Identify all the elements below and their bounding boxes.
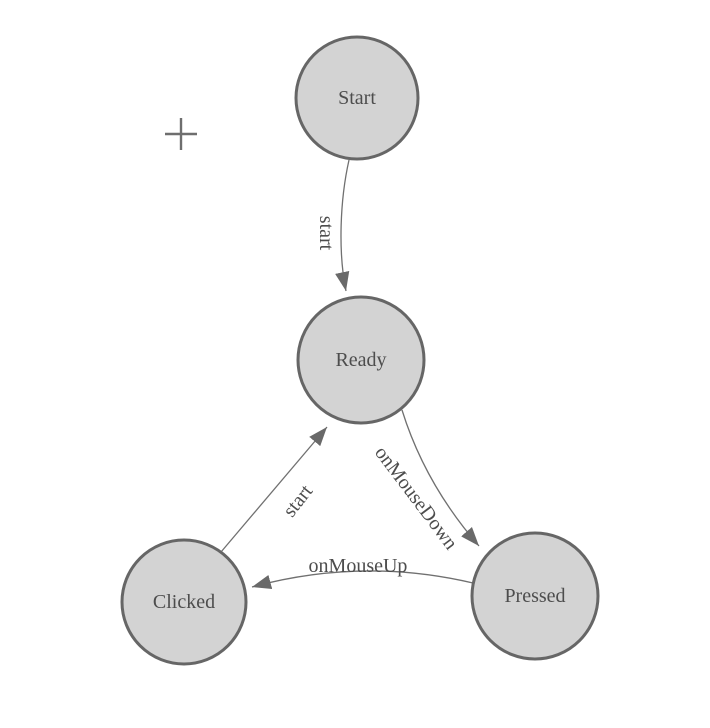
node-ready[interactable]: Ready — [296, 295, 426, 425]
edge-label-ready-pressed: onMouseDown — [370, 442, 462, 554]
edge-layer — [220, 159, 480, 589]
edge-ready-to-pressed[interactable] — [401, 409, 480, 547]
node-start[interactable]: Start — [294, 35, 420, 161]
node-ready-label: Ready — [335, 349, 386, 371]
crosshair-icon — [165, 118, 197, 150]
node-pressed-label: Pressed — [504, 585, 565, 607]
edge-label-start-ready: start — [315, 216, 337, 251]
edge-label-pressed-clicked: onMouseUp — [309, 555, 408, 577]
node-layer: Start Ready Clicked Pressed — [120, 35, 600, 666]
node-clicked[interactable]: Clicked — [120, 538, 248, 666]
edge-pressed-to-clicked[interactable] — [251, 570, 474, 589]
node-start-label: Start — [338, 87, 376, 109]
node-clicked-label: Clicked — [153, 591, 215, 613]
node-pressed[interactable]: Pressed — [470, 531, 600, 661]
edge-start-to-ready[interactable] — [335, 159, 350, 292]
edge-clicked-to-ready[interactable] — [220, 426, 328, 553]
edge-label-clicked-ready: start — [279, 480, 318, 521]
